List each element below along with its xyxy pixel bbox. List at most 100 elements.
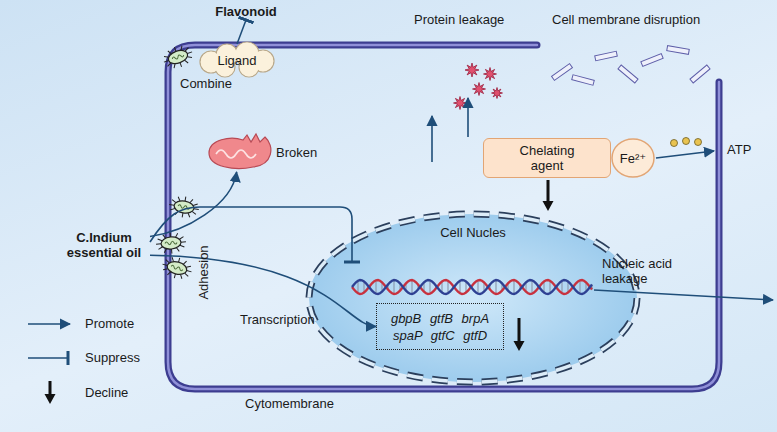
- pilus: [156, 243, 161, 244]
- membrane-fragment: [690, 65, 710, 83]
- membrane-fragment: [572, 75, 595, 86]
- atp-dot: [695, 139, 702, 146]
- node-text: Ligand: [217, 53, 256, 68]
- bacterium-body: [167, 48, 190, 66]
- pilus: [181, 241, 186, 242]
- pilus: [173, 64, 177, 69]
- pilus: [171, 257, 174, 261]
- base-pair: [579, 280, 580, 293]
- illustration-group: [155, 42, 710, 294]
- cell-outline: CytomembraneLigandBrokenChelating agentF…: [165, 42, 722, 392]
- pilus: [169, 204, 174, 206]
- pilus: [180, 63, 182, 67]
- bacterium: [160, 254, 194, 282]
- agent-node: C.Indium essential oil: [58, 228, 150, 262]
- annotation-label: Nucleic acid leakage: [602, 256, 682, 286]
- node-text: Flavonoid: [215, 4, 276, 19]
- pilus: [164, 249, 167, 253]
- membrane-fragment: [552, 64, 573, 81]
- base-pair: [429, 280, 430, 293]
- pilus: [174, 274, 175, 278]
- pilus: [179, 258, 180, 262]
- node-text: Fe²⁺: [620, 151, 646, 166]
- bacterium-dna: [172, 54, 184, 61]
- legend-text: Decline: [85, 385, 128, 400]
- base-pair: [549, 281, 550, 294]
- decline-arrow: [543, 180, 554, 211]
- bacterium-body: [166, 260, 188, 277]
- annotation-label: Protein leakage: [414, 12, 504, 27]
- base-pair: [531, 280, 532, 293]
- pilus: [163, 264, 168, 265]
- pilus: [170, 233, 171, 237]
- protein-particle: [492, 88, 503, 99]
- membrane-fragment: [595, 51, 618, 60]
- bacterium: [160, 42, 195, 72]
- base-pair: [459, 281, 460, 294]
- agent-box: Chelating agent: [483, 138, 611, 178]
- protein-particle: [454, 97, 467, 110]
- legend-suppress-bar: [67, 351, 70, 365]
- node-text: Cytomembrane: [245, 396, 334, 411]
- base-pair: [357, 281, 358, 294]
- promote-connector: [150, 255, 376, 326]
- nucleus: Cell Nucles gbpB gtfB brpA spaP gtfC gtfD: [305, 210, 641, 386]
- node-text: Broken: [276, 145, 317, 160]
- node-text: Cell Nucles: [305, 225, 641, 240]
- membrane-outer: [168, 45, 719, 389]
- legend-suppress-sample: [28, 357, 68, 359]
- pilus: [164, 60, 169, 62]
- dna-strand: [352, 280, 592, 294]
- ion-circle: Fe²⁺: [611, 138, 655, 178]
- bacterium-dna: [171, 265, 183, 271]
- pilus: [171, 249, 172, 253]
- pilus: [175, 233, 178, 237]
- membrane-fragment: [667, 46, 690, 55]
- legend-decline-sample: [45, 381, 56, 404]
- base-pair: [411, 280, 412, 294]
- base-pair: [447, 281, 448, 294]
- edge-label: Transcription: [240, 312, 315, 327]
- membrane-fragment: [641, 54, 663, 67]
- node-text: Chelating agent: [512, 143, 582, 173]
- annotation-label: ATP: [727, 142, 751, 157]
- legend-text: Suppress: [85, 350, 140, 365]
- ion-circle-shape: [612, 139, 654, 177]
- base-pair: [477, 280, 478, 293]
- base-pair: [561, 281, 562, 294]
- membrane-fragment: [618, 65, 638, 83]
- atp-dot: [683, 138, 690, 145]
- bacterium-body: [161, 236, 182, 250]
- pilus: [174, 47, 176, 51]
- annotation-label: Combine: [180, 76, 232, 91]
- pilus: [180, 46, 184, 51]
- decline-arrow: [514, 318, 525, 351]
- base-pair: [513, 280, 514, 294]
- promote-arrow: [431, 116, 433, 162]
- suppress-bar: [344, 261, 360, 264]
- pilus: [158, 247, 162, 250]
- annotation-label: Cell membrane disruption: [552, 12, 700, 27]
- promote-arrow: [594, 290, 773, 300]
- pilus: [182, 213, 184, 217]
- base-pair: [375, 280, 376, 293]
- promote-connector: [150, 172, 237, 237]
- node-text: C.Indium essential oil: [58, 230, 150, 260]
- suppress-line: [150, 207, 352, 262]
- pilus: [187, 52, 192, 54]
- dna-strand: [352, 280, 592, 294]
- protein-particle: [484, 68, 497, 81]
- ligand-cloud: Ligand: [197, 44, 277, 76]
- base-pair: [393, 280, 394, 294]
- suppress-connector: [237, 20, 246, 44]
- node-text: gbpB gtfB brpA spaP gtfC gtfD: [383, 310, 497, 344]
- pilus: [179, 237, 183, 240]
- inhibitor-node: Flavonoid: [208, 2, 284, 20]
- annotation-label: Adhesion: [196, 242, 211, 304]
- legend-text: Promote: [85, 316, 134, 331]
